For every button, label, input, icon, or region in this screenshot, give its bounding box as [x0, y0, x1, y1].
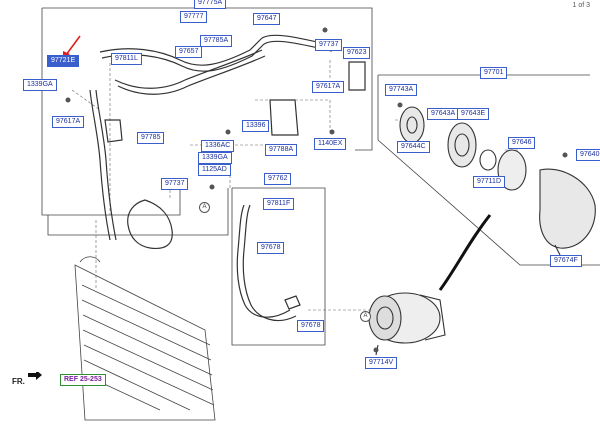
part-label-97721e[interactable]: 97721E: [47, 55, 80, 67]
part-label-97811l[interactable]: 97811L: [111, 53, 142, 65]
part-label-97714v[interactable]: 97714V: [365, 357, 398, 369]
part-label-13396[interactable]: 13396: [242, 120, 270, 132]
clutch-parts: [399, 106, 596, 256]
part-label-1339ga-left[interactable]: 1339GA: [23, 79, 57, 91]
part-label-97643a[interactable]: 97643A: [427, 108, 460, 120]
part-label-97785a[interactable]: 97785A: [200, 35, 233, 47]
part-label-1336ac[interactable]: 1336AC: [201, 140, 235, 152]
part-label-97647[interactable]: 97647: [253, 13, 281, 25]
front-arrow-icon: [28, 372, 42, 380]
part-label-97737-lower[interactable]: 97737: [161, 178, 189, 190]
part-label-97617a-right[interactable]: 97617A: [312, 81, 345, 93]
callout-a-upper: A: [199, 202, 210, 213]
reference-link[interactable]: REF 25-253: [60, 374, 106, 386]
part-label-97785[interactable]: 97785: [137, 132, 165, 144]
part-label-1339ga-center[interactable]: 1339GA: [198, 152, 232, 164]
part-label-97617a-left[interactable]: 97617A: [52, 116, 85, 128]
part-label-97623[interactable]: 97623: [343, 47, 371, 59]
part-label-97701[interactable]: 97701: [480, 67, 508, 79]
part-label-97743a[interactable]: 97743A: [385, 84, 418, 96]
front-orientation-label: FR.: [12, 377, 25, 386]
callout-a-lower: A: [360, 311, 371, 322]
part-label-97777[interactable]: 97777: [180, 11, 208, 23]
part-label-97678-lower[interactable]: 97678: [297, 320, 325, 332]
part-label-97674f[interactable]: 97674F: [550, 255, 582, 267]
part-label-97640[interactable]: 97640: [576, 149, 600, 161]
part-label-97711d[interactable]: 97711D: [473, 176, 506, 188]
part-label-97657[interactable]: 97657: [175, 46, 203, 58]
condenser: [74, 256, 216, 421]
discharge-hose-frame: [231, 187, 326, 346]
part-label-1125ad[interactable]: 1125AD: [198, 164, 231, 176]
part-label-97646[interactable]: 97646: [508, 137, 536, 149]
part-label-97762[interactable]: 97762: [264, 173, 292, 185]
part-label-97811f[interactable]: 97811F: [263, 198, 295, 210]
part-label-97643e[interactable]: 97643E: [457, 108, 490, 120]
part-label-97644c[interactable]: 97644C: [397, 141, 430, 153]
page-indicator: 1 of 3: [572, 2, 590, 9]
compressor-lower: [368, 292, 446, 356]
part-label-1140ex[interactable]: 1140EX: [314, 138, 347, 150]
part-label-97775a[interactable]: 97775A: [194, 0, 227, 9]
part-label-97678-upper[interactable]: 97678: [257, 242, 285, 254]
part-label-97788a[interactable]: 97788A: [265, 144, 298, 156]
part-label-97737-upper[interactable]: 97737: [315, 39, 343, 51]
